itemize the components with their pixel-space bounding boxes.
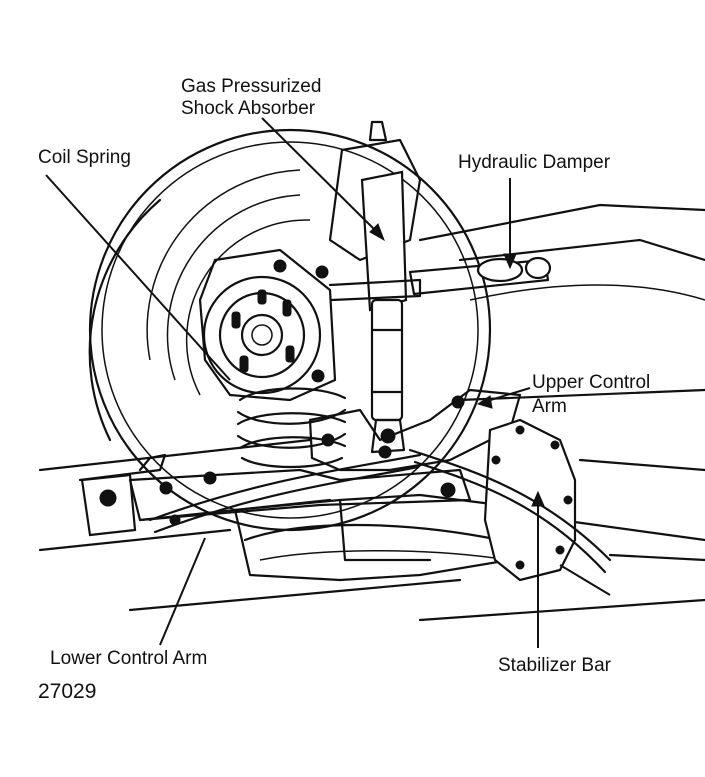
upper-control-arm-shape — [308, 388, 522, 472]
label-hydraulic-damper: Hydraulic Damper — [458, 152, 611, 173]
label-shock-absorber-line2: Shock Absorber — [181, 98, 316, 119]
label-lower-control-arm: Lower Control Arm — [50, 648, 208, 669]
hydraulic-damper-shape — [328, 256, 552, 302]
leader-lines — [45, 117, 611, 648]
label-stabilizer-bar: Stabilizer Bar — [498, 655, 611, 676]
label-coil-spring: Coil Spring — [38, 147, 131, 168]
label-upper-control-arm-line2: Arm — [532, 396, 567, 417]
frame-rails — [38, 203, 705, 622]
label-upper-control-arm-line1: Upper Control — [532, 372, 651, 393]
stabilizer-bar-shape — [148, 418, 612, 582]
shock-absorber-shape — [328, 120, 422, 454]
wheel-hub — [198, 248, 337, 402]
figure-number: 27029 — [38, 680, 97, 703]
label-shock-absorber-line1: Gas Pressurized — [181, 76, 322, 97]
